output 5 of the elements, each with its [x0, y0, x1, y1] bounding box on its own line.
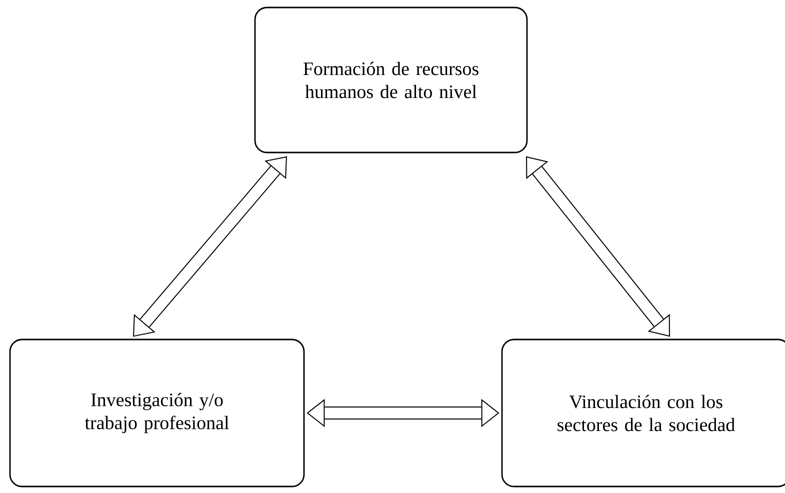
- process-box: Investigación y/o trabajo profesional: [9, 338, 305, 488]
- process-box: Formación de recursos humanos de alto nivel: [254, 6, 528, 154]
- double-arrow: [133, 156, 287, 337]
- process-box: Vinculación con los sectores de la sociedad: [501, 338, 785, 488]
- double-arrow: [526, 156, 670, 337]
